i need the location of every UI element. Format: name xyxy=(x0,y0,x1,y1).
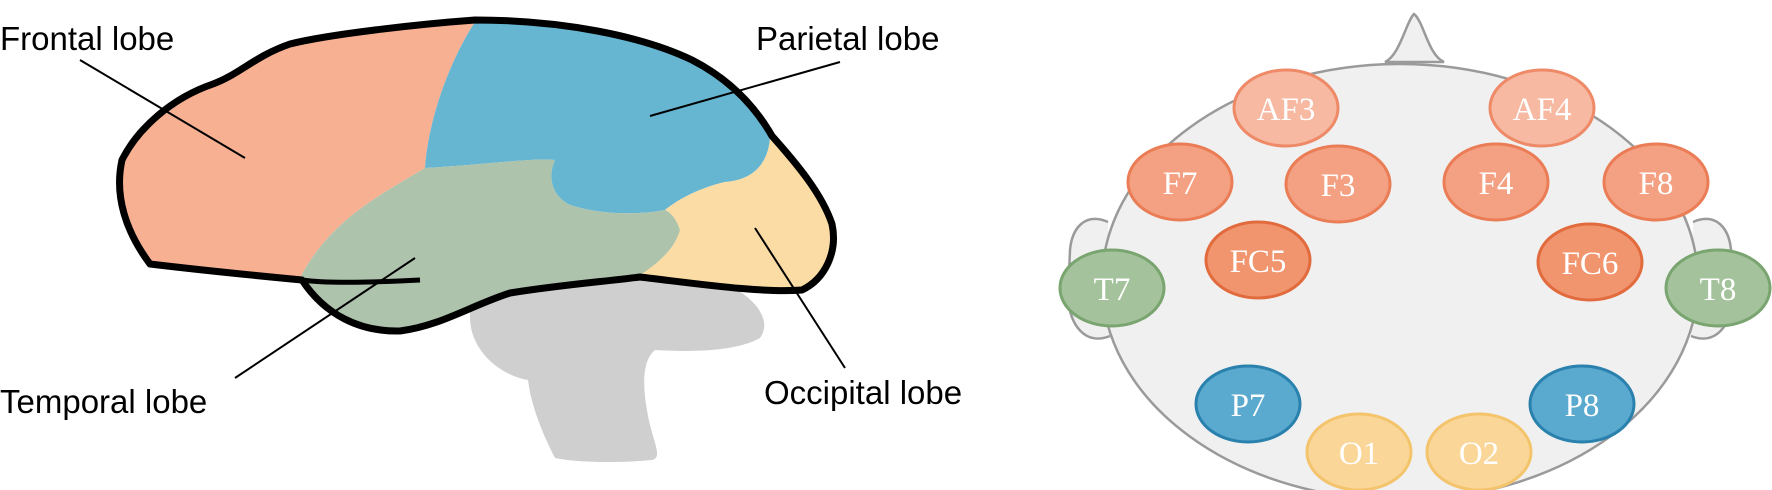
electrode-AF4: AF4 xyxy=(1488,68,1596,148)
electrode-F8: F8 xyxy=(1602,142,1710,222)
frontal-leader-line xyxy=(79,59,246,159)
parietal-leader-line xyxy=(649,61,841,117)
electrode-label-T8: T8 xyxy=(1700,272,1737,308)
brain-diagram: Frontal lobe Parietal lobe Temporal lobe… xyxy=(0,16,962,463)
electrode-label-O2: O2 xyxy=(1459,436,1499,472)
electrode-T7: T7 xyxy=(1058,248,1166,328)
temporal-lobe-label: Temporal lobe xyxy=(0,383,207,420)
electrode-label-AF4: AF4 xyxy=(1513,92,1572,128)
electrode-F7: F7 xyxy=(1126,142,1234,222)
electrode-P8: P8 xyxy=(1528,364,1636,444)
electrode-label-F7: F7 xyxy=(1163,166,1198,202)
electrode-map: AF3 AF4 F7 F3 F4 F8 FC5 FC6 xyxy=(1058,12,1772,490)
electrode-label-P7: P7 xyxy=(1231,388,1266,424)
electrode-F4: F4 xyxy=(1442,142,1550,222)
frontal-lobe-label: Frontal lobe xyxy=(0,20,174,57)
electrode-AF3: AF3 xyxy=(1232,68,1340,148)
electrode-label-F3: F3 xyxy=(1321,168,1356,204)
electrode-O2: O2 xyxy=(1425,412,1533,490)
electrode-label-FC6: FC6 xyxy=(1562,246,1619,282)
electrode-P7: P7 xyxy=(1194,364,1302,444)
electrode-O1: O1 xyxy=(1305,412,1413,490)
electrode-label-F8: F8 xyxy=(1639,166,1674,202)
occipital-lobe-region xyxy=(640,138,832,289)
parietal-lobe-region xyxy=(425,22,770,214)
electrode-FC6: FC6 xyxy=(1536,222,1644,302)
frontal-lobe-region xyxy=(122,22,476,278)
brain-lower-edge xyxy=(301,277,421,285)
occipital-leader-line xyxy=(754,227,846,369)
electrode-label-O1: O1 xyxy=(1339,436,1379,472)
electrode-label-F4: F4 xyxy=(1479,166,1514,202)
cerebellum-region xyxy=(470,263,765,463)
temporal-leader-line xyxy=(234,257,416,379)
electrode-T8: T8 xyxy=(1664,248,1772,328)
temporal-lobe-region xyxy=(300,159,680,331)
electrode-FC5: FC5 xyxy=(1204,220,1312,300)
electrode-label-AF3: AF3 xyxy=(1257,92,1316,128)
electrode-label-FC5: FC5 xyxy=(1230,244,1287,280)
electrode-label-T7: T7 xyxy=(1094,272,1131,308)
electrode-F3: F3 xyxy=(1284,144,1392,224)
occipital-lobe-label: Occipital lobe xyxy=(764,374,962,411)
parietal-lobe-label: Parietal lobe xyxy=(756,20,939,57)
brain-outline xyxy=(116,16,837,335)
electrode-label-P8: P8 xyxy=(1565,388,1600,424)
nose xyxy=(1384,12,1445,64)
